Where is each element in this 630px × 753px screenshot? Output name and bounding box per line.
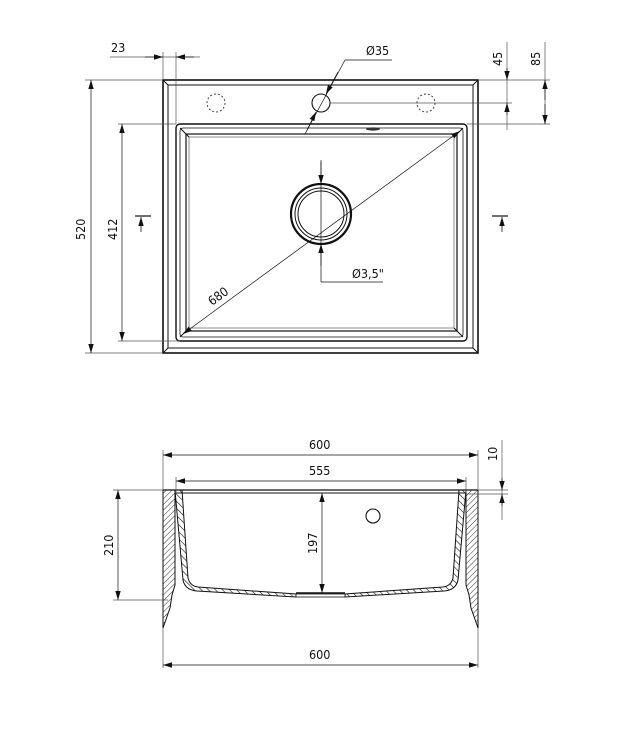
bowl-shell-left [174, 489, 297, 598]
diagonal-dimension-line [182, 130, 461, 335]
dim-tap-hole-diameter: Ø35 [366, 43, 389, 58]
dim-overall-width-bottom: 600 [309, 647, 330, 662]
top-view: 680 Ø3,5" Ø35 23 45 85 [73, 40, 550, 354]
dim-bowl-depth: 412 [105, 219, 120, 240]
overflow-hole [365, 508, 381, 524]
dim-edge-offset: 23 [111, 40, 125, 55]
inner-rim [167, 84, 474, 349]
dim-overall-width-top: 600 [309, 437, 330, 452]
left-outer-wall [162, 489, 176, 629]
bowl-outline [175, 123, 468, 342]
dim-bowl-width: 555 [309, 463, 330, 478]
outer-rim [162, 79, 479, 354]
dim-drain-diameter: Ø3,5" [352, 266, 384, 281]
dim-overall-height: 210 [101, 535, 116, 556]
dim-bowl-height: 197 [305, 533, 320, 554]
tap-hole [311, 93, 331, 113]
dim-tap-hole-offset: 45 [490, 52, 505, 66]
section-marker-right-icon [492, 215, 508, 232]
overflow-slot [366, 127, 380, 131]
section-marker-left-icon [135, 215, 151, 232]
dim-bowl-offset: 85 [528, 52, 543, 66]
dim-diagonal: 680 [205, 284, 231, 309]
drain-section [295, 593, 346, 598]
bowl-shell-right [344, 489, 467, 598]
optional-tap-hole-left [206, 93, 226, 113]
dim-overall-depth: 520 [73, 219, 88, 240]
section-view: 600 555 10 210 197 600 [101, 437, 508, 668]
dim-rim-thickness: 10 [485, 447, 500, 461]
right-outer-wall [465, 489, 479, 629]
